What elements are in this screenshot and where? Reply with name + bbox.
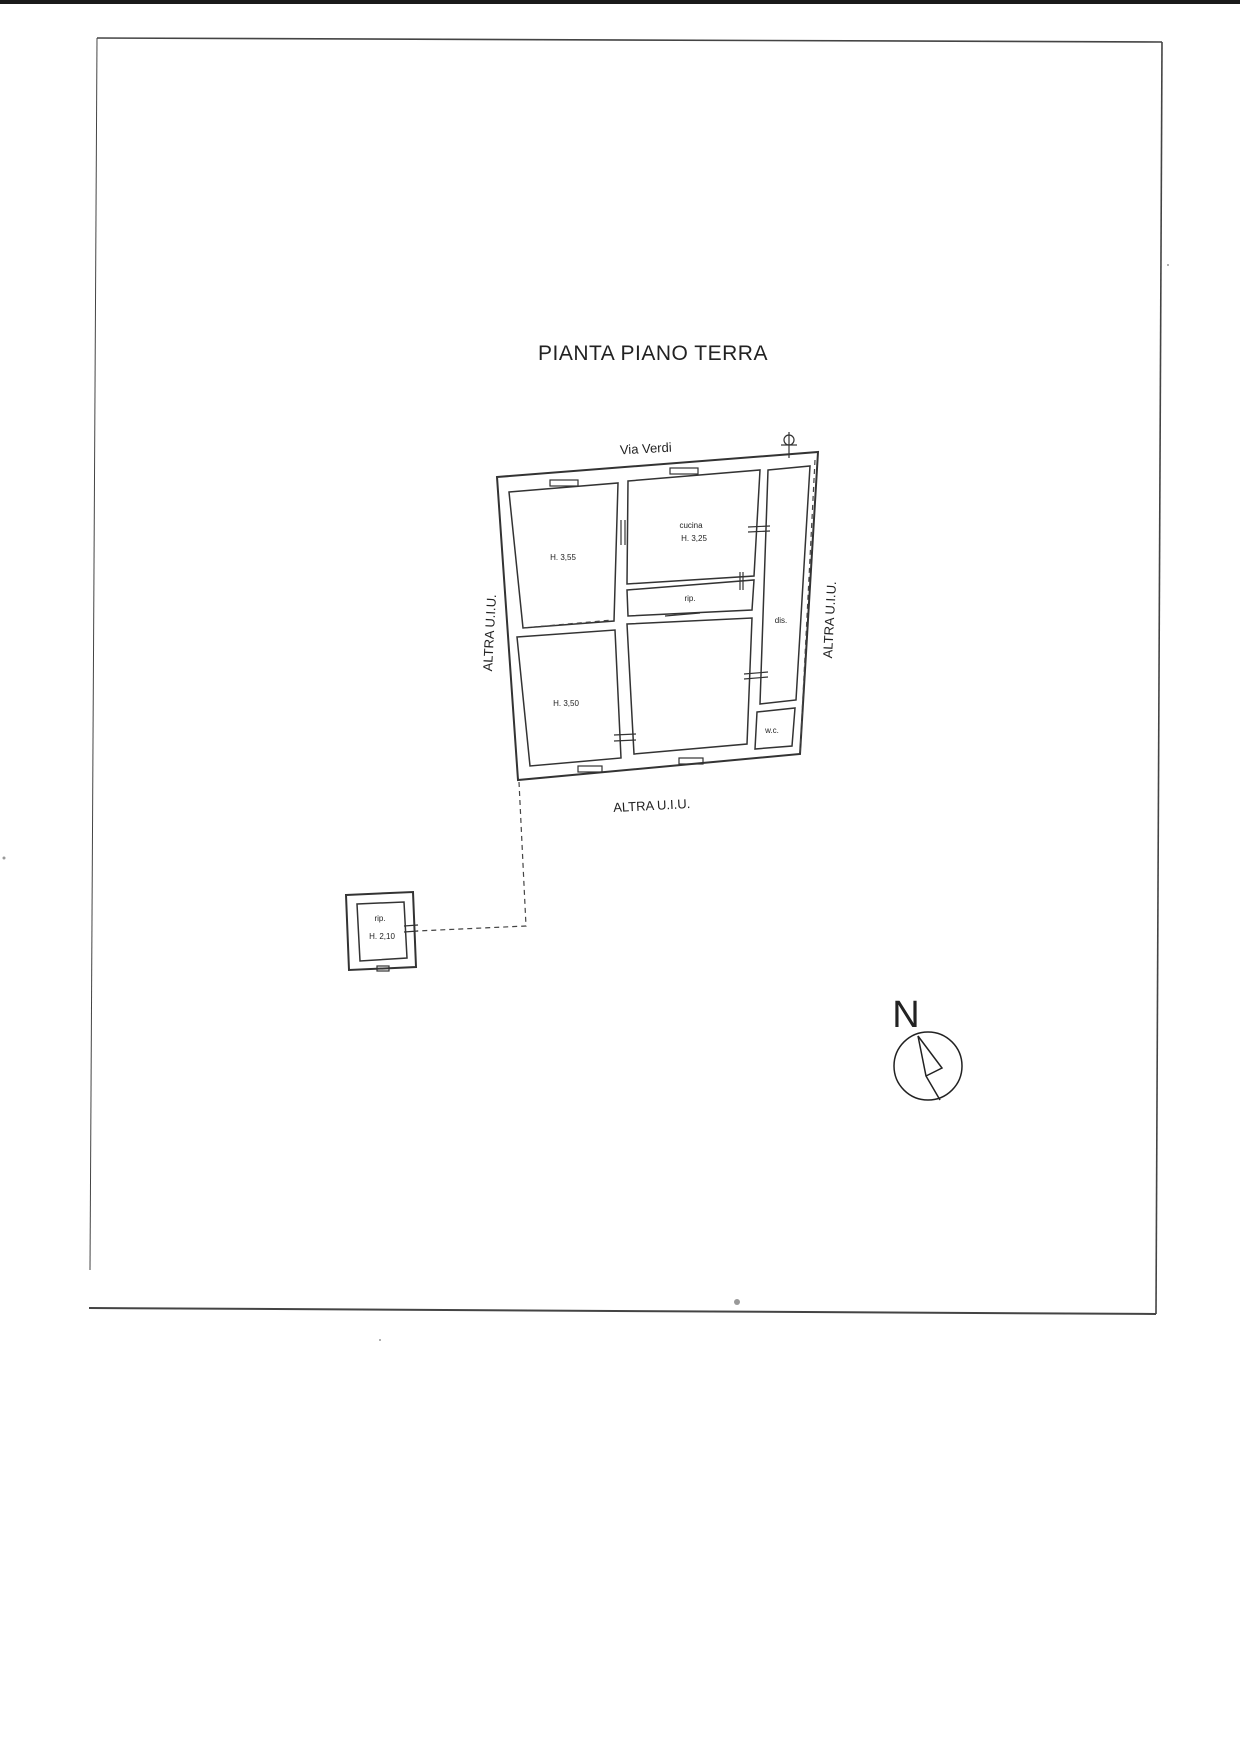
wc-label: w.c. bbox=[764, 726, 779, 735]
scan-top-edge bbox=[0, 0, 1240, 4]
annex-height: H. 2,10 bbox=[369, 932, 395, 941]
dashed-boundaries bbox=[416, 459, 816, 932]
kitchen-label: cucina bbox=[679, 521, 703, 530]
compass-rose-icon bbox=[893, 1031, 963, 1101]
room-nw-height: H. 3,55 bbox=[550, 553, 576, 562]
openings bbox=[549, 432, 797, 773]
plan-title: PIANTA PIANO TERRA bbox=[538, 342, 768, 365]
scan-specks bbox=[2, 264, 1169, 1341]
annex-label: rip. bbox=[374, 914, 385, 923]
neighbor-east-label: ALTRA U.I.U. bbox=[820, 581, 839, 659]
building-outline bbox=[495, 450, 820, 782]
street-label: Via Verdi bbox=[620, 440, 673, 458]
neighbor-west-label: ALTRA U.I.U. bbox=[480, 594, 499, 672]
kitchen-height: H. 3,25 bbox=[681, 534, 707, 543]
neighbor-south-label: ALTRA U.I.U. bbox=[613, 796, 691, 815]
room-sw-height: H. 3,50 bbox=[553, 699, 579, 708]
drawing-frame bbox=[88, 37, 1163, 1315]
storage-label: rip. bbox=[684, 594, 695, 603]
corridor-label: dis. bbox=[775, 616, 787, 625]
annex-outline bbox=[344, 890, 419, 972]
north-label: N bbox=[892, 994, 919, 1036]
